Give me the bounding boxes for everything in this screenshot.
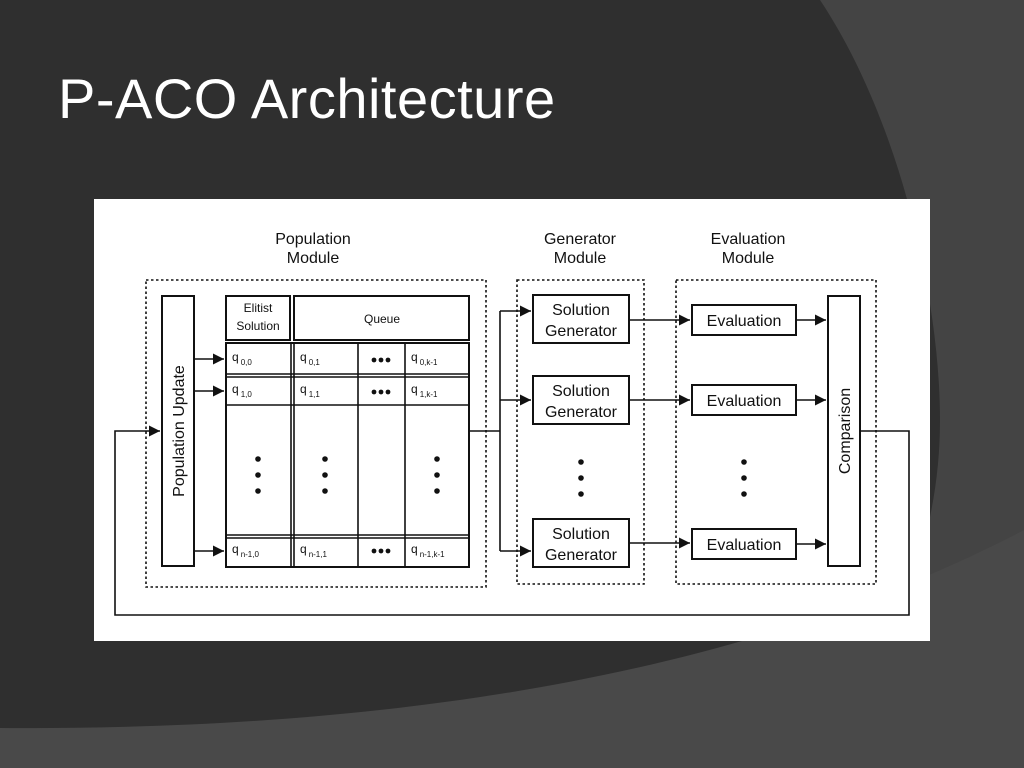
- generator-1-label-1: Solution: [552, 302, 610, 319]
- generator-module-label-1: Generator: [544, 231, 617, 248]
- queue-box: [293, 295, 470, 341]
- vertical-ellipsis-evaluations: [741, 459, 747, 497]
- generator-2-label-2: Generator: [545, 404, 618, 421]
- slide-title: P-ACO Architecture: [58, 67, 556, 130]
- solution-generator-2: [532, 375, 630, 425]
- ellipsis-dots-row-0: [371, 357, 391, 363]
- population-matrix: [225, 342, 470, 568]
- vertical-ellipsis-col-1: [322, 456, 328, 494]
- population-module-label-1: Population: [275, 231, 351, 248]
- evaluation-box-1: [691, 304, 797, 336]
- population-update-box: [161, 295, 195, 567]
- generator-module-label-2: Module: [554, 250, 607, 267]
- solution-generator-3: [532, 518, 630, 568]
- evaluation-3-label: Evaluation: [707, 537, 782, 554]
- population-module-label-2: Module: [287, 250, 340, 267]
- vertical-ellipsis-col-3: [434, 456, 440, 494]
- elitist-solution-box: [225, 295, 291, 341]
- architecture-diagram: Population Module Generator Module Evalu…: [94, 199, 930, 641]
- generator-module-boundary: [516, 279, 645, 585]
- elitist-label-2: Solution: [236, 319, 279, 333]
- ellipsis-dots-row-1: [371, 389, 391, 395]
- generator-1-label-2: Generator: [545, 323, 618, 340]
- generator-3-label-2: Generator: [545, 547, 618, 564]
- vertical-ellipsis-col-0: [255, 456, 261, 494]
- background-swoosh-lower: [0, 530, 1024, 768]
- solution-generator-1: [532, 294, 630, 344]
- evaluation-module-label-2: Module: [722, 250, 775, 267]
- population-update-label: Population Update: [171, 365, 188, 497]
- diagram-canvas: Population Module Generator Module Evalu…: [114, 231, 910, 616]
- evaluation-box-2: [691, 384, 797, 416]
- population-module-boundary: [145, 279, 487, 588]
- queue-label: Queue: [364, 312, 400, 326]
- evaluation-module-boundary: [675, 279, 877, 585]
- elitist-label-1: Elitist: [244, 301, 273, 315]
- comparison-label: Comparison: [837, 388, 854, 474]
- generator-2-label-1: Solution: [552, 383, 610, 400]
- comparison-box: [827, 295, 861, 567]
- evaluation-2-label: Evaluation: [707, 393, 782, 410]
- generator-3-label-1: Solution: [552, 526, 610, 543]
- ellipsis-dots-row-n-1: [371, 548, 391, 554]
- evaluation-module-label-1: Evaluation: [711, 231, 786, 248]
- feedback-loop-arrow: [114, 425, 910, 616]
- evaluation-1-label: Evaluation: [707, 313, 782, 330]
- vertical-ellipsis-generators: [578, 459, 584, 497]
